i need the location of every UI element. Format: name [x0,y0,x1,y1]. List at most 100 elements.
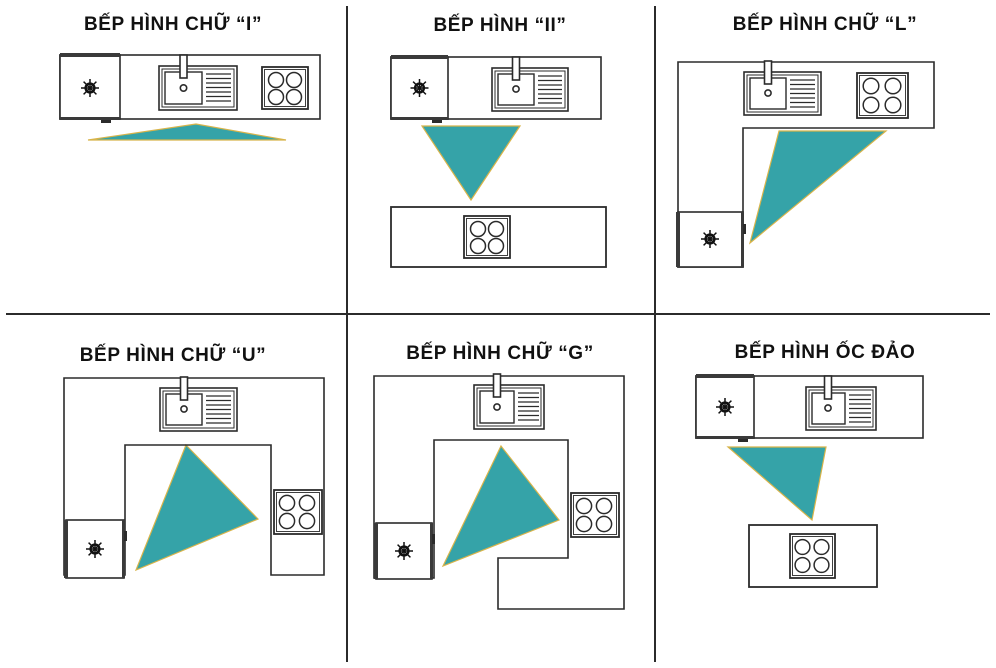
snowflake-icon [395,542,413,560]
sink-drain [512,85,520,93]
panel-u-shape: BẾP HÌNH CHỮ “U” [0,313,346,668]
cooktop [273,489,323,535]
panel-l-shape: BẾP HÌNH CHỮ “L” [654,0,996,313]
panel-i-shape: BẾP HÌNH CHỮ “I” [0,0,346,313]
refrigerator [695,374,755,442]
snowflake-icon [716,398,734,416]
figure-ii-shape [390,55,607,268]
burner [278,494,296,512]
counter-top [390,56,602,120]
sink [491,56,569,112]
cooktop [570,492,620,538]
burner [813,538,830,556]
drainboard [206,395,231,424]
drainboard [206,73,231,102]
burner [862,77,880,95]
figure-i-shape [59,53,321,141]
panel-title-island: BẾP HÌNH ỐC ĐẢO [734,342,916,363]
counter-bottom [390,206,607,268]
figure-l-shape [676,60,935,268]
figure-island [695,374,924,588]
sink-drain [824,404,832,412]
burner [794,538,811,556]
burner [813,556,830,574]
drainboard [849,394,871,423]
divider-vertical-right [654,6,656,662]
faucet-icon [492,373,502,398]
burner [469,220,487,238]
burner [298,512,316,530]
burner [267,88,285,106]
drainboard [790,79,815,108]
sink-drain [764,89,772,97]
work-triangle [726,446,827,522]
sink [159,376,238,432]
faucet-icon [763,60,773,85]
cooktop [261,66,309,110]
burner [267,71,285,89]
burner [285,88,303,106]
panel-ii-shape: BẾP HÌNH “II” [346,0,654,313]
burner [487,237,505,255]
counter-g-outer [373,375,625,610]
figure-g-shape [373,373,625,610]
sink [743,60,822,116]
refrigerator [59,53,121,123]
burner [595,515,613,533]
snowflake-icon [81,79,99,97]
counter-top [695,375,924,439]
snowflake-icon [701,230,719,248]
burner [575,497,593,515]
burner [469,237,487,255]
sink-drain [179,84,188,93]
refrigerator [64,519,127,579]
refrigerator [390,55,449,123]
refrigerator [374,522,435,580]
counter-u-outer [63,377,325,576]
sink-drain [493,403,501,411]
work-triangle [87,123,287,141]
panel-title-l-shape: BẾP HÌNH CHỮ “L” [732,14,918,35]
sink [158,54,238,111]
faucet-icon [179,376,189,401]
panel-title-u-shape: BẾP HÌNH CHỮ “U” [79,345,267,366]
divider-horizontal [6,313,990,315]
panel-title-g-shape: BẾP HÌNH CHỮ “G” [406,343,594,364]
work-triangle [420,125,522,202]
faucet-icon [179,54,188,79]
snowflake-icon [86,540,104,558]
sink [805,375,877,431]
drainboard [538,75,562,104]
cooktop [463,215,511,259]
work-triangle [748,130,888,245]
panel-title-i-shape: BẾP HÌNH CHỮ “I” [83,14,263,35]
cooktop [789,533,836,579]
snowflake-icon [410,79,429,97]
island-counter [748,524,878,588]
burner [575,515,593,533]
panel-title-ii-shape: BẾP HÌNH “II” [433,15,567,36]
faucet-icon [823,375,833,400]
counter-l [677,61,935,268]
work-triangle [441,444,560,568]
cooktop [856,72,909,119]
work-triangle [134,443,260,572]
sink [473,373,545,430]
faucet-icon [511,56,521,81]
drainboard [518,392,539,421]
burner [487,220,505,238]
burner [285,71,303,89]
burner [862,96,880,114]
refrigerator [676,211,746,268]
burner [278,512,296,530]
panel-g-shape: BẾP HÌNH CHỮ “G” [346,313,654,668]
burner [884,96,902,114]
counter [59,54,321,120]
sink-drain [180,405,188,413]
burner [884,77,902,95]
panel-island: BẾP HÌNH ỐC ĐẢO [654,313,996,668]
divider-vertical-left [346,6,348,662]
burner [298,494,316,512]
burner [595,497,613,515]
